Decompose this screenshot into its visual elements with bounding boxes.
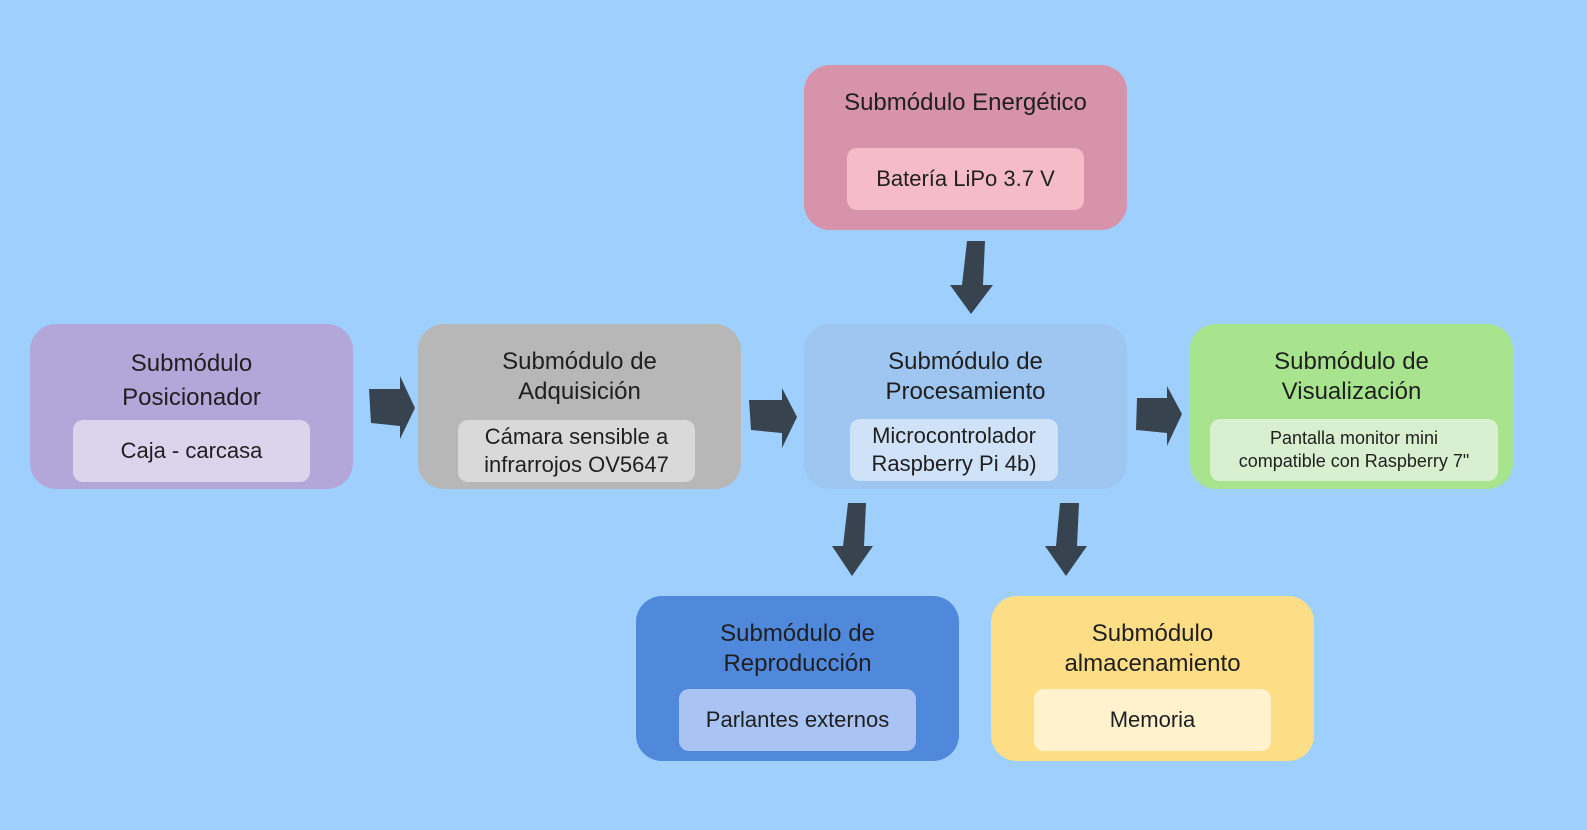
arrow-procesamiento-to-reproduccion [832,503,873,576]
component-parlantes: Parlantes externos [679,689,916,751]
module-procesamiento: Submódulo de Procesamiento Microcontrola… [804,324,1127,489]
module-energetico: Submódulo Energético Batería LiPo 3.7 V [804,65,1127,230]
arrow-energetico-to-procesamiento [950,241,993,314]
module-almacenamiento: Submódulo almacenamiento Memoria [991,596,1314,761]
module-visualizacion: Submódulo de Visualización Pantalla moni… [1190,324,1513,489]
component-bateria-lipo: Batería LiPo 3.7 V [847,148,1084,210]
module-title-adquisicion: Submódulo de Adquisición [502,348,657,405]
module-reproduccion: Submódulo de Reproducción Parlantes exte… [636,596,959,761]
arrow-procesamiento-to-almacenamiento [1045,503,1087,576]
module-title-energetico: Submódulo Energético [844,89,1087,116]
module-title-visualizacion: Submódulo de Visualización [1274,348,1429,405]
module-title-posicionador: Submódulo Posicionador [122,350,261,411]
module-adquisicion: Submódulo de Adquisición Cámara sensible… [418,324,741,489]
arrow-posicionador-to-adquisicion [369,376,415,439]
component-raspberry-pi: Microcontrolador Raspberry Pi 4b) [850,419,1058,481]
module-title-almacenamiento: Submódulo almacenamiento [1064,620,1241,677]
arrow-adquisicion-to-procesamiento [749,388,797,448]
module-title-procesamiento: Submódulo de Procesamiento [885,348,1046,405]
component-camara-ov5647: Cámara sensible a infrarrojos OV5647 [458,420,695,482]
module-posicionador: Submódulo Posicionador Caja - carcasa [30,324,353,489]
component-pantalla-monitor: Pantalla monitor mini compatible con Ras… [1210,419,1498,481]
arrow-procesamiento-to-visualizacion [1136,386,1182,446]
component-memoria: Memoria [1034,689,1271,751]
module-title-reproduccion: Submódulo de Reproducción [720,620,875,677]
component-caja-carcasa: Caja - carcasa [73,420,310,482]
